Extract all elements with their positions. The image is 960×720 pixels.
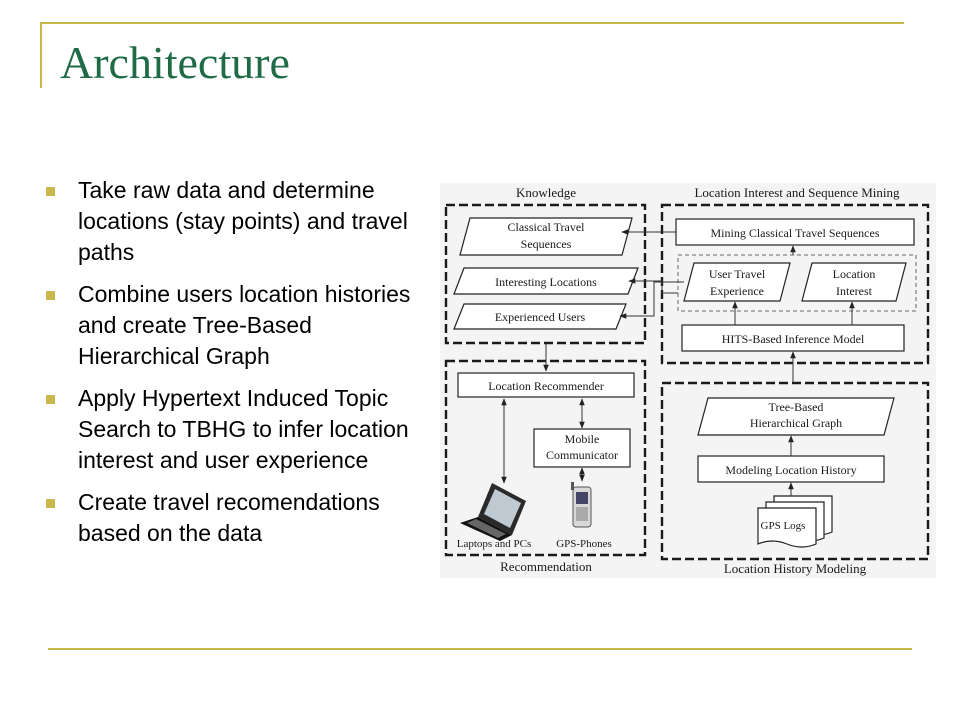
- diagram-connectors: [501, 229, 855, 496]
- location-recommender-label: Location Recommender: [488, 379, 604, 393]
- left-rule: [40, 22, 42, 88]
- bullet-marker-icon: [46, 499, 55, 508]
- top-rule: [40, 22, 904, 24]
- mining-sequences-node: [675, 218, 915, 246]
- gps-phone-icon: [571, 482, 592, 528]
- location-interest-line1: Location: [833, 267, 876, 281]
- gps-logs-label: GPS Logs: [761, 520, 806, 532]
- location-interest-node: [801, 262, 907, 302]
- classical-sequences-node: [459, 217, 633, 256]
- tbhg-line2: Hierarchical Graph: [750, 416, 842, 430]
- bullet-text: Apply Hypertext Induced Topic Search to …: [78, 385, 409, 473]
- hits-model-node: [681, 324, 905, 352]
- bullet-list: Take raw data and determine locations (s…: [42, 175, 422, 560]
- classical-sequences-line1: Classical Travel: [508, 220, 586, 234]
- mobile-communicator-node: [533, 428, 631, 468]
- history-section: [660, 381, 930, 561]
- architecture-diagram: Knowledge Location Interest and Sequence…: [440, 183, 936, 578]
- bullet-text: Take raw data and determine locations (s…: [78, 177, 408, 265]
- mining-label: Location Interest and Sequence Mining: [694, 185, 900, 200]
- experienced-users-label: Experienced Users: [495, 310, 586, 324]
- interesting-locations-node: [453, 267, 639, 295]
- modeling-history-node: [697, 455, 885, 483]
- user-travel-experience-node: [683, 262, 791, 302]
- bullet-marker-icon: [46, 395, 55, 404]
- mining-sequences-label: Mining Classical Travel Sequences: [711, 226, 880, 240]
- location-recommender-node: [457, 372, 635, 398]
- recommendation-label: Recommendation: [500, 559, 592, 574]
- bullet-item: Create travel recomendations based on th…: [42, 487, 422, 549]
- bullet-text: Create travel recomendations based on th…: [78, 489, 380, 546]
- gps-phones-label: GPS-Phones: [556, 538, 612, 550]
- bullet-item: Apply Hypertext Induced Topic Search to …: [42, 383, 422, 476]
- bullet-marker-icon: [46, 291, 55, 300]
- slide-title: Architecture: [60, 37, 290, 88]
- location-interest-line2: Interest: [836, 284, 873, 298]
- modeling-history-label: Modeling Location History: [725, 463, 856, 477]
- hits-model-label: HITS-Based Inference Model: [722, 332, 865, 346]
- classical-sequences-line2: Sequences: [521, 237, 572, 251]
- tbhg-node: [697, 397, 895, 436]
- mobile-communicator-line2: Communicator: [546, 448, 618, 462]
- bullet-text: Combine users location histories and cre…: [78, 281, 411, 369]
- bullet-marker-icon: [46, 187, 55, 196]
- user-travel-experience-line1: User Travel: [709, 267, 766, 281]
- user-travel-experience-line2: Experience: [710, 284, 764, 298]
- inference-group: [677, 254, 917, 312]
- experienced-users-node: [453, 303, 627, 330]
- laptops-label: Laptops and PCs: [457, 538, 532, 550]
- laptop-icon: [460, 483, 526, 541]
- gps-logs-node: [757, 495, 833, 548]
- tbhg-line1: Tree-Based: [769, 400, 824, 414]
- history-label: Location History Modeling: [724, 561, 867, 576]
- bottom-rule: [48, 648, 912, 650]
- knowledge-label: Knowledge: [516, 185, 576, 200]
- bullet-item: Take raw data and determine locations (s…: [42, 175, 422, 268]
- interesting-locations-label: Interesting Locations: [495, 275, 597, 289]
- bullet-item: Combine users location histories and cre…: [42, 279, 422, 372]
- mobile-communicator-line1: Mobile: [565, 432, 600, 446]
